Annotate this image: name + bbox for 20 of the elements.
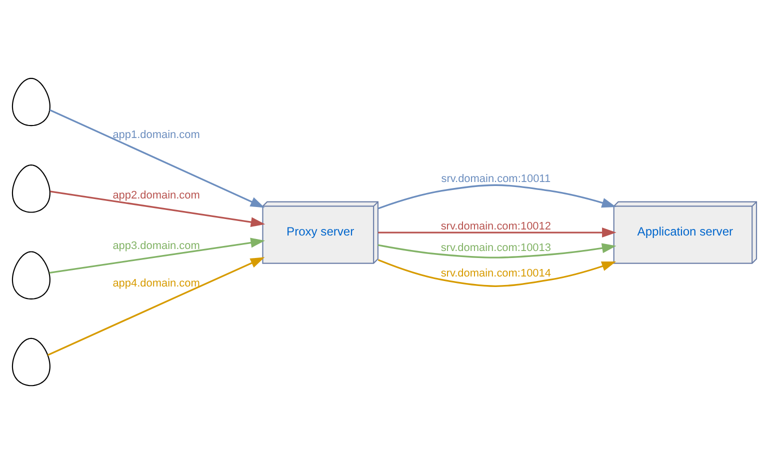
edge-label: app1.domain.com xyxy=(112,128,200,141)
node-person xyxy=(12,337,50,386)
edge-label: srv.domain.com:10012 xyxy=(440,220,551,232)
edge-label: srv.domain.com:10014 xyxy=(440,266,551,279)
node-person xyxy=(12,250,50,299)
edge-label: srv.domain.com:10013 xyxy=(440,242,551,254)
edge-label: app4.domain.com xyxy=(112,276,200,289)
arrow xyxy=(378,227,616,238)
arrow xyxy=(47,256,265,356)
arrow xyxy=(378,242,616,258)
node-person xyxy=(12,164,50,212)
edge-label: srv.domain.com:10011 xyxy=(441,172,551,185)
edge-label: app2.domain.com xyxy=(112,189,200,202)
arrow xyxy=(49,237,265,274)
arrow xyxy=(50,190,266,227)
arrow xyxy=(378,258,616,286)
arrow xyxy=(49,108,265,208)
arrow xyxy=(378,184,616,209)
edge-label: app3.domain.com xyxy=(112,240,200,252)
node-person xyxy=(12,77,50,126)
